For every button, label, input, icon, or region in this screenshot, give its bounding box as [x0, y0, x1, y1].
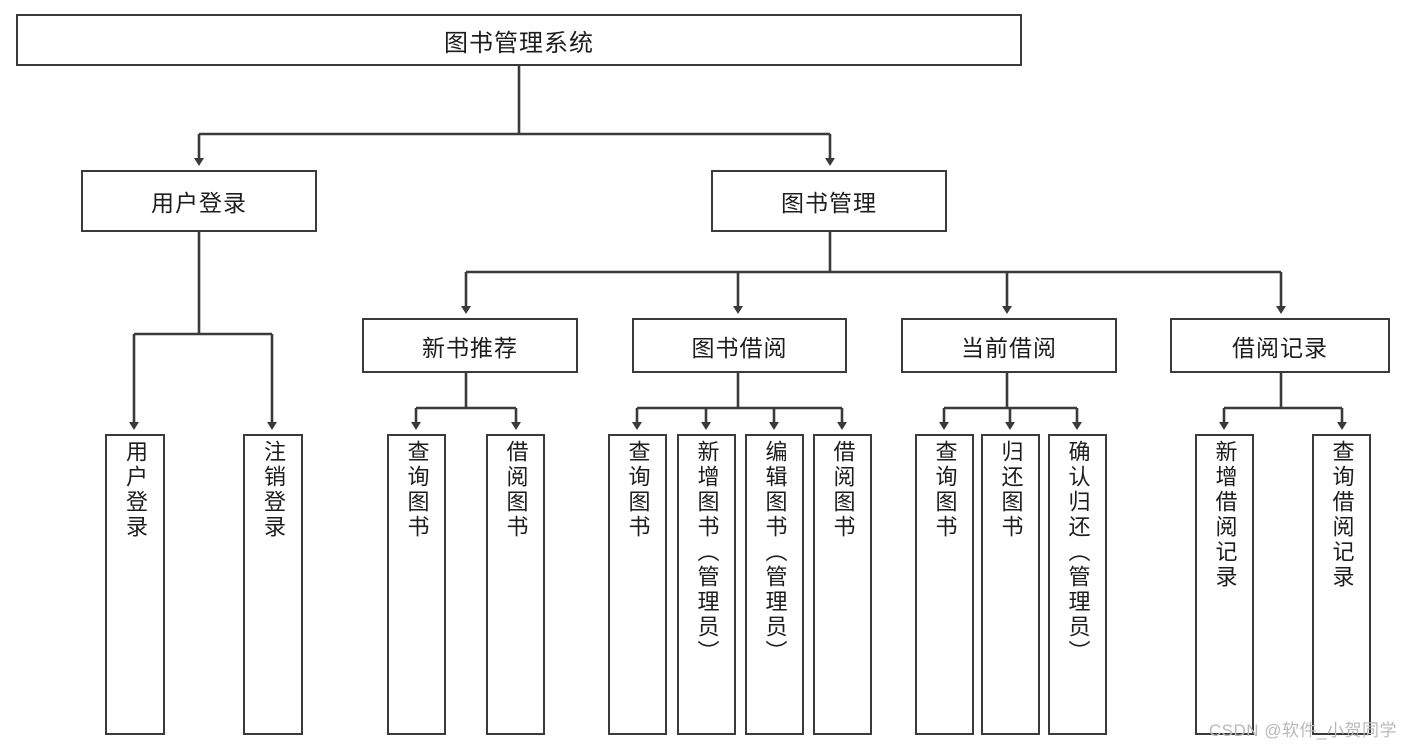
leaf-borrow-book-bb[interactable]: 借阅图书 — [813, 434, 872, 735]
node-book-borrow[interactable]: 图书借阅 — [632, 318, 847, 373]
leaf-query-book-nb-label: 查询图书 — [404, 440, 430, 540]
leaf-confirm-return-admin-label: 确认归还（管理员） — [1065, 440, 1091, 665]
leaf-edit-book-admin[interactable]: 编辑图书（管理员） — [745, 434, 804, 735]
leaf-query-book-nb[interactable]: 查询图书 — [387, 434, 446, 735]
leaf-edit-book-admin-label: 编辑图书（管理员） — [762, 440, 788, 665]
leaf-return-book[interactable]: 归还图书 — [981, 434, 1040, 735]
node-root-label: 图书管理系统 — [444, 29, 594, 57]
leaf-query-book-bb-label: 查询图书 — [625, 440, 651, 540]
node-current-borrow-label: 当前借阅 — [961, 334, 1057, 361]
leaf-borrow-book-bb-label: 借阅图书 — [830, 440, 856, 540]
node-new-book-recommend-label: 新书推荐 — [422, 334, 518, 361]
leaf-borrow-book-nb-label: 借阅图书 — [503, 440, 529, 540]
leaf-borrow-book-nb[interactable]: 借阅图书 — [486, 434, 545, 735]
leaf-return-book-label: 归还图书 — [998, 440, 1024, 540]
node-book-management[interactable]: 图书管理 — [711, 170, 947, 232]
leaf-add-borrow-record[interactable]: 新增借阅记录 — [1195, 434, 1254, 735]
leaf-query-borrow-record[interactable]: 查询借阅记录 — [1312, 434, 1371, 735]
leaf-query-book-bb[interactable]: 查询图书 — [608, 434, 667, 735]
leaf-query-book-cb-label: 查询图书 — [932, 440, 958, 540]
leaf-logout-label: 注销登录 — [260, 440, 286, 540]
node-borrow-record-label: 借阅记录 — [1232, 334, 1328, 361]
node-book-management-label: 图书管理 — [781, 190, 877, 216]
node-current-borrow[interactable]: 当前借阅 — [901, 318, 1117, 373]
node-book-borrow-label: 图书借阅 — [691, 334, 788, 361]
node-root-system[interactable]: 图书管理系统 — [16, 14, 1022, 66]
leaf-logout[interactable]: 注销登录 — [243, 434, 303, 735]
leaf-add-borrow-record-label: 新增借阅记录 — [1212, 440, 1238, 590]
node-user-login[interactable]: 用户登录 — [81, 170, 317, 232]
leaf-user-login[interactable]: 用户登录 — [105, 434, 165, 735]
leaf-query-book-cb[interactable]: 查询图书 — [915, 434, 974, 735]
leaf-add-book-admin[interactable]: 新增图书（管理员） — [677, 434, 736, 735]
node-user-login-label: 用户登录 — [151, 190, 247, 216]
node-borrow-record[interactable]: 借阅记录 — [1170, 318, 1390, 373]
leaf-query-borrow-record-label: 查询借阅记录 — [1329, 440, 1355, 590]
node-new-book-recommend[interactable]: 新书推荐 — [362, 318, 578, 373]
leaf-confirm-return-admin[interactable]: 确认归还（管理员） — [1048, 434, 1107, 735]
watermark-text: CSDN @软件_小贺同学 — [1208, 721, 1397, 740]
leaf-add-book-admin-label: 新增图书（管理员） — [694, 440, 720, 665]
leaf-user-login-label: 用户登录 — [122, 440, 148, 540]
